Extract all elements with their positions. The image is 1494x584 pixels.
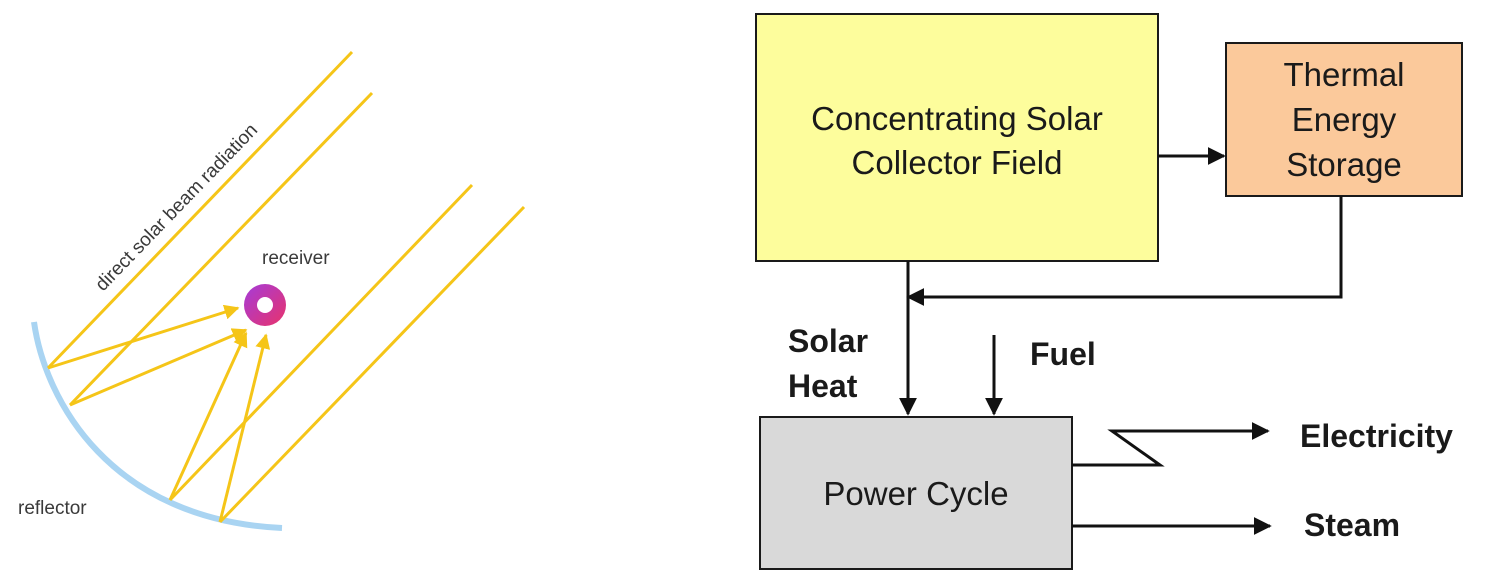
thermal-storage-line2: Energy — [1292, 101, 1397, 138]
steam-label: Steam — [1304, 507, 1400, 543]
flow-diagram: Concentrating Solar Collector Field Ther… — [755, 13, 1463, 570]
solar-heat-line1: Solar — [788, 323, 868, 359]
collector-field-box — [755, 13, 1159, 262]
receiver-tube — [244, 284, 286, 326]
collector-field-line1: Concentrating Solar — [811, 100, 1103, 137]
incoming-beams — [46, 50, 526, 524]
collector-field-line2: Collector Field — [852, 144, 1063, 181]
reflector-label: reflector — [18, 498, 87, 519]
electricity-zigzag-arrow — [1072, 422, 1270, 467]
storage-return-line — [906, 196, 1343, 306]
thermal-storage-box — [1225, 42, 1463, 197]
thermal-storage-line1: Thermal — [1283, 56, 1404, 93]
solar-heat-line2: Heat — [788, 368, 858, 404]
flow-arrows — [899, 147, 1343, 535]
thermal-storage-line3: Storage — [1286, 146, 1402, 183]
reflected-rays — [47, 304, 271, 523]
trough-diagram: direct solar beam radiation receiver ref… — [18, 50, 526, 531]
electricity-label: Electricity — [1300, 418, 1453, 454]
reflector-arc — [31, 321, 283, 531]
receiver-label: receiver — [262, 248, 330, 269]
power-cycle-label: Power Cycle — [823, 475, 1008, 512]
power-cycle-box — [759, 416, 1073, 570]
beam-label: direct solar beam radiation — [91, 120, 262, 296]
fuel-label: Fuel — [1030, 336, 1096, 372]
